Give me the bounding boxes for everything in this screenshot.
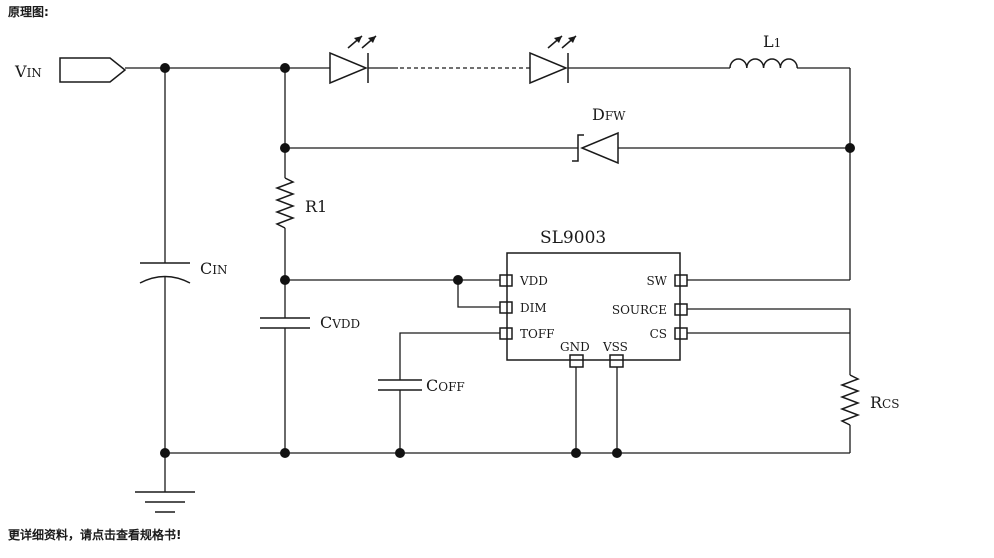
ground-symbol (135, 491, 195, 513)
pin-gnd (569, 354, 584, 368)
spec-sheet-link-text[interactable]: 更详细资料，请点击查看规格书! (8, 528, 182, 542)
junction-dot (395, 448, 405, 458)
source-net-wire (687, 308, 851, 375)
cin-label: CIN (200, 259, 228, 278)
pin-vss (609, 354, 624, 368)
pin-cs (674, 327, 688, 340)
capacitor-cvdd (260, 317, 310, 329)
led-2 (529, 35, 577, 85)
ic-sl9003 (506, 252, 681, 361)
junction-dot (280, 275, 290, 285)
led-1 (329, 35, 377, 85)
pin-source (674, 303, 688, 316)
pin-toff (499, 327, 513, 340)
pin-sw-label: SW (646, 274, 667, 288)
junction-dot (280, 63, 290, 73)
junction-dot (612, 448, 622, 458)
junction-dot (571, 448, 581, 458)
vin-input-port (59, 57, 127, 83)
junction-dot (280, 448, 290, 458)
cvdd-label: CVDD (320, 313, 360, 332)
pin-dim (499, 301, 513, 314)
l1-label: L1 (763, 32, 781, 51)
inductor-l1 (729, 58, 798, 69)
rcs-label: RCS (870, 393, 899, 412)
pin-vdd (499, 274, 513, 287)
toff-net-wire (399, 332, 500, 380)
dfw-label: DFW (592, 105, 626, 124)
pin-sw (674, 274, 688, 287)
capacitor-coff (378, 379, 422, 391)
chip-name: SL9003 (540, 228, 606, 248)
page-heading: 原理图: (8, 5, 49, 19)
pin-cs-label: CS (650, 327, 667, 341)
junction-dot (160, 448, 170, 458)
junction-dots (160, 63, 855, 458)
junction-dot (453, 275, 463, 285)
resistor-r1 (274, 177, 296, 229)
pin-vss-label: VSS (602, 340, 628, 354)
schottky-diode-dfw (572, 131, 619, 165)
pin-source-label: SOURCE (612, 303, 667, 317)
pin-dim-label: DIM (520, 301, 547, 315)
pin-toff-label: TOFF (520, 327, 555, 341)
pin-vdd-label: VDD (519, 274, 548, 288)
resistor-rcs (839, 374, 861, 426)
r1-label: R1 (305, 197, 327, 216)
coff-label: COFF (426, 376, 465, 395)
dim-net-wire (457, 280, 500, 308)
vin-label: VIN (14, 62, 42, 81)
pin-gnd-label: GND (560, 340, 590, 354)
junction-dot (160, 63, 170, 73)
junction-dot (845, 143, 855, 153)
junction-dot (280, 143, 290, 153)
